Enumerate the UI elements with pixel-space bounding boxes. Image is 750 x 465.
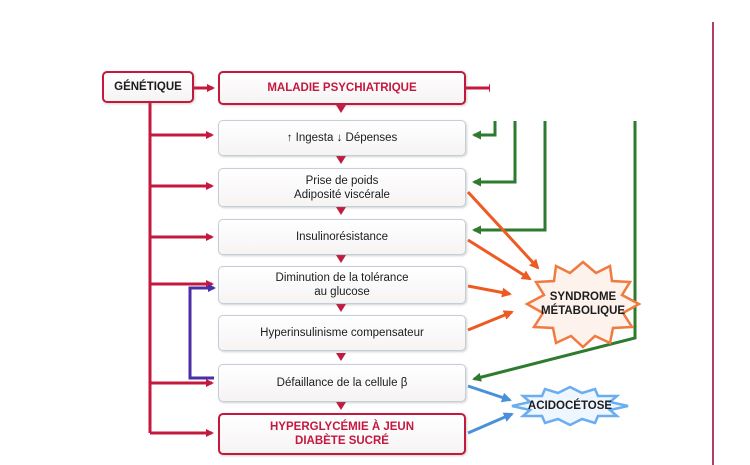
defaillance-box: Défaillance de la cellule β — [218, 364, 466, 402]
hyperinsulinisme-label: Hyperinsulinisme compensateur — [260, 327, 424, 339]
acidocetose-star — [511, 385, 629, 427]
maladie-box: MALADIE PSYCHIATRIQUE — [218, 71, 466, 105]
genetique-label: GÉNÉTIQUE — [114, 81, 182, 93]
prise-box: Prise de poids Adiposité viscérale — [218, 168, 466, 207]
orange-hyper-syndrome — [467, 310, 514, 332]
down-arrow-icon: ↓ — [336, 132, 343, 144]
green-to-insulino — [472, 120, 547, 235]
blue-hyperglycemie-acido — [467, 412, 514, 435]
insulino-box: Insulinorésistance — [218, 219, 466, 255]
blue-defaillance-acido — [467, 384, 512, 403]
orange-diminution-syndrome — [467, 284, 512, 298]
prise-line-2: Adiposité viscérale — [294, 188, 390, 201]
diminution-line-1: Diminution de la tolérance — [275, 272, 409, 284]
purple-loop — [188, 284, 216, 380]
ingesta-box: ↑ Ingesta ↓ Dépenses — [218, 120, 466, 156]
prise-line-1: Prise de poids — [305, 174, 379, 187]
hyperglycemie-line-1: HYPERGLYCÉMIE À JEUN — [270, 421, 414, 433]
genetique-box: GÉNÉTIQUE — [102, 71, 194, 103]
syndrome-line-1: SYNDROME — [549, 291, 617, 303]
hyperglycemie-box: HYPERGLYCÉMIE À JEUN DIABÈTE SUCRÉ — [218, 413, 466, 455]
green-to-ingesta — [472, 120, 497, 140]
acidocetose-label: ACIDOCÉTOSE — [527, 400, 613, 412]
diminution-line-2: au glucose — [314, 286, 370, 298]
blank-panel — [490, 64, 666, 121]
down-arrow-5 — [336, 304, 346, 312]
orange-insulino-syndrome — [467, 238, 532, 281]
hyperinsulinisme-box: Hyperinsulinisme compensateur — [218, 315, 466, 351]
maladie-label: MALADIE PSYCHIATRIQUE — [267, 82, 417, 94]
green-to-defaillance — [472, 120, 637, 382]
down-arrow-7 — [336, 402, 346, 410]
down-arrow-4 — [336, 255, 346, 263]
down-arrow-2 — [336, 156, 346, 164]
ingesta-label: ↑ Ingesta ↓ Dépenses — [286, 132, 398, 144]
page-divider — [712, 22, 714, 465]
diminution-box: Diminution de la tolérance au glucose — [218, 266, 466, 304]
defaillance-label: Défaillance de la cellule β — [276, 377, 408, 389]
up-arrow-icon: ↑ — [286, 132, 293, 144]
syndrome-label: SYNDROME MÉTABOLIQUE — [533, 290, 633, 318]
hyperglycemie-line-2: DIABÈTE SUCRÉ — [295, 435, 389, 447]
orange-prise-syndrome — [466, 190, 540, 270]
down-arrow-6 — [336, 353, 346, 361]
down-arrow-3 — [336, 207, 346, 215]
down-arrow-1 — [336, 105, 346, 113]
insulino-label: Insulinorésistance — [295, 231, 389, 243]
syndrome-star — [524, 260, 642, 349]
green-to-prise — [472, 120, 517, 187]
syndrome-line-2: MÉTABOLIQUE — [540, 305, 626, 317]
